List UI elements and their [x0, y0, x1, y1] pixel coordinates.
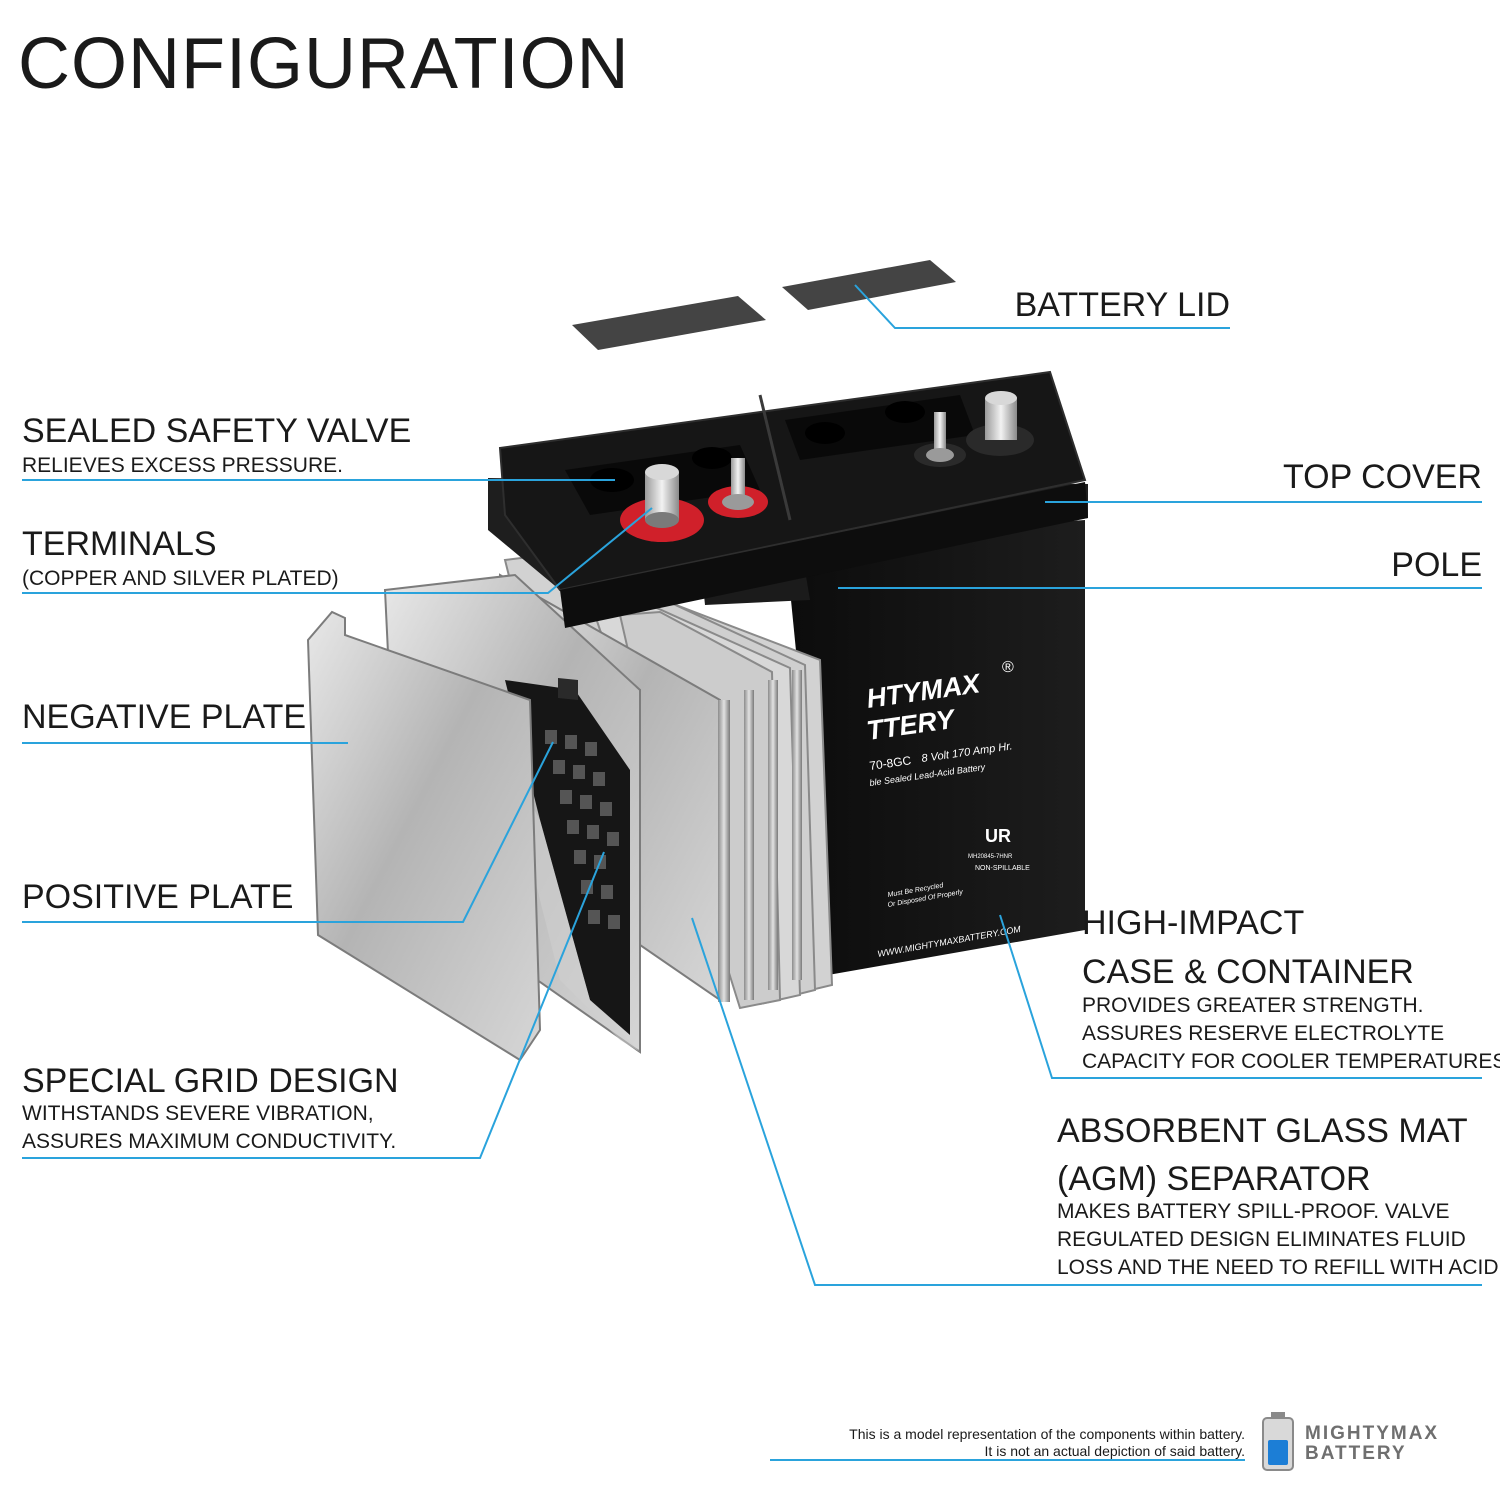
- logo-battery-icon: [1262, 1412, 1294, 1471]
- agm-label-1: ABSORBENT GLASS MAT: [1057, 1112, 1468, 1150]
- pole-label: POLE: [1391, 546, 1482, 584]
- cover-front-face: [560, 482, 1088, 628]
- grid-frame: [505, 680, 630, 1035]
- battery-lid-label: BATTERY LID: [1014, 286, 1230, 324]
- top-cover-label: TOP COVER: [1282, 458, 1482, 496]
- footnote-line-2: It is not an actual depiction of said ba…: [984, 1443, 1245, 1459]
- plate-stack: [499, 553, 834, 1010]
- positive-plate-label: POSITIVE PLATE: [22, 878, 294, 916]
- battery-lid-left: [572, 296, 766, 350]
- special-grid-desc-1: WITHSTANDS SEVERE VIBRATION,: [22, 1102, 374, 1125]
- agm-label-2: (AGM) SEPARATOR: [1057, 1160, 1371, 1198]
- positive-plate-front: [505, 760, 640, 1052]
- leader-positive-plate: [22, 741, 554, 923]
- high-impact-label-2: CASE & CONTAINER: [1082, 953, 1414, 991]
- terminal-bolt-right: [914, 412, 966, 467]
- logo-line-2: BATTERY: [1305, 1443, 1407, 1464]
- footnote-line-1: This is a model representation of the co…: [849, 1426, 1245, 1442]
- grid-tab: [558, 678, 578, 700]
- leader-battery-lid: [854, 284, 1230, 329]
- logo-line-1: MIGHTYMAX: [1305, 1423, 1440, 1444]
- page-title: CONFIGURATION: [18, 24, 630, 104]
- sealed-safety-valve-label: SEALED SAFETY VALVE: [22, 412, 412, 450]
- battery-lid-right: [782, 260, 956, 310]
- case-non-spillable: NON-SPILLABLE: [975, 865, 1030, 872]
- high-impact-desc-1: PROVIDES GREATER STRENGTH.: [1082, 994, 1424, 1017]
- special-grid-label: SPECIAL GRID DESIGN: [22, 1062, 399, 1100]
- special-grid-desc-2: ASSURES MAXIMUM CONDUCTIVITY.: [22, 1130, 397, 1153]
- case-body: [790, 520, 1085, 975]
- terminals-desc: (COPPER AND SILVER PLATED): [22, 567, 339, 590]
- case-ul-code: MH20845-7HNR: [968, 854, 1013, 860]
- terminals-label: TERMINALS: [22, 525, 217, 563]
- sealed-safety-valve-desc: RELIEVES EXCESS PRESSURE.: [22, 454, 343, 477]
- high-impact-desc-2: ASSURES RESERVE ELECTROLYTE: [1082, 1022, 1445, 1045]
- case-ul-mark: UR: [985, 826, 1011, 846]
- grid-pattern: [545, 730, 620, 929]
- agm-desc-1: MAKES BATTERY SPILL-PROOF. VALVE: [1057, 1200, 1450, 1223]
- leader-high-impact: [999, 914, 1482, 1079]
- terminal-negative: [966, 391, 1034, 456]
- high-impact-desc-3: CAPACITY FOR COOLER TEMPERATURES.: [1082, 1050, 1500, 1073]
- agm-desc-3: LOSS AND THE NEED TO REFILL WITH ACID.: [1057, 1256, 1500, 1279]
- terminal-positive: [620, 464, 704, 542]
- high-impact-label-1: HIGH-IMPACT: [1082, 904, 1305, 942]
- leader-special-grid: [22, 851, 605, 1159]
- vent-recess-right: [785, 395, 975, 460]
- safety-valve-right: [805, 422, 845, 444]
- negative-plate-label: NEGATIVE PLATE: [22, 698, 307, 736]
- leader-terminals: [22, 507, 653, 594]
- case-model: 70-8GC: [868, 753, 912, 773]
- leader-agm: [691, 917, 1482, 1286]
- case-registered: ®: [1002, 659, 1014, 676]
- terminal-bolt-left: [708, 458, 768, 518]
- agm-desc-2: REGULATED DESIGN ELIMINATES FLUID: [1057, 1228, 1466, 1251]
- leader-lines: [22, 284, 1482, 1461]
- negative-plate: [306, 610, 542, 1062]
